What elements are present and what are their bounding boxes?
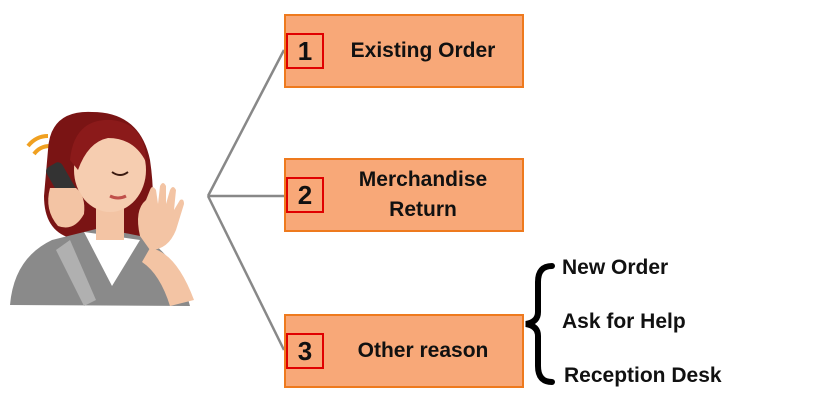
option-box-3[interactable]: 3 Other reason — [284, 314, 524, 388]
woman-on-phone-icon — [10, 111, 194, 306]
sub-option-ask-for-help: Ask for Help — [562, 310, 686, 333]
option-number-3: 3 — [286, 333, 324, 369]
option-label-2: Merchandise Return — [358, 168, 488, 221]
sub-option-reception-desk: Reception Desk — [564, 364, 722, 387]
option-number-1: 1 — [286, 33, 324, 69]
connector-lines — [206, 49, 286, 351]
option-label-3: Other reason — [357, 339, 489, 362]
sub-option-new-order: New Order — [562, 256, 669, 279]
connector-to-option-3 — [206, 195, 286, 351]
option-number-2: 2 — [286, 177, 324, 213]
connector-to-option-1 — [206, 49, 286, 197]
curly-brace-icon — [525, 263, 555, 385]
option-box-2[interactable]: 2 Merchandise Return — [284, 158, 524, 232]
option-label-1: Existing Order — [350, 39, 496, 62]
option-box-1[interactable]: 1 Existing Order — [284, 14, 524, 88]
